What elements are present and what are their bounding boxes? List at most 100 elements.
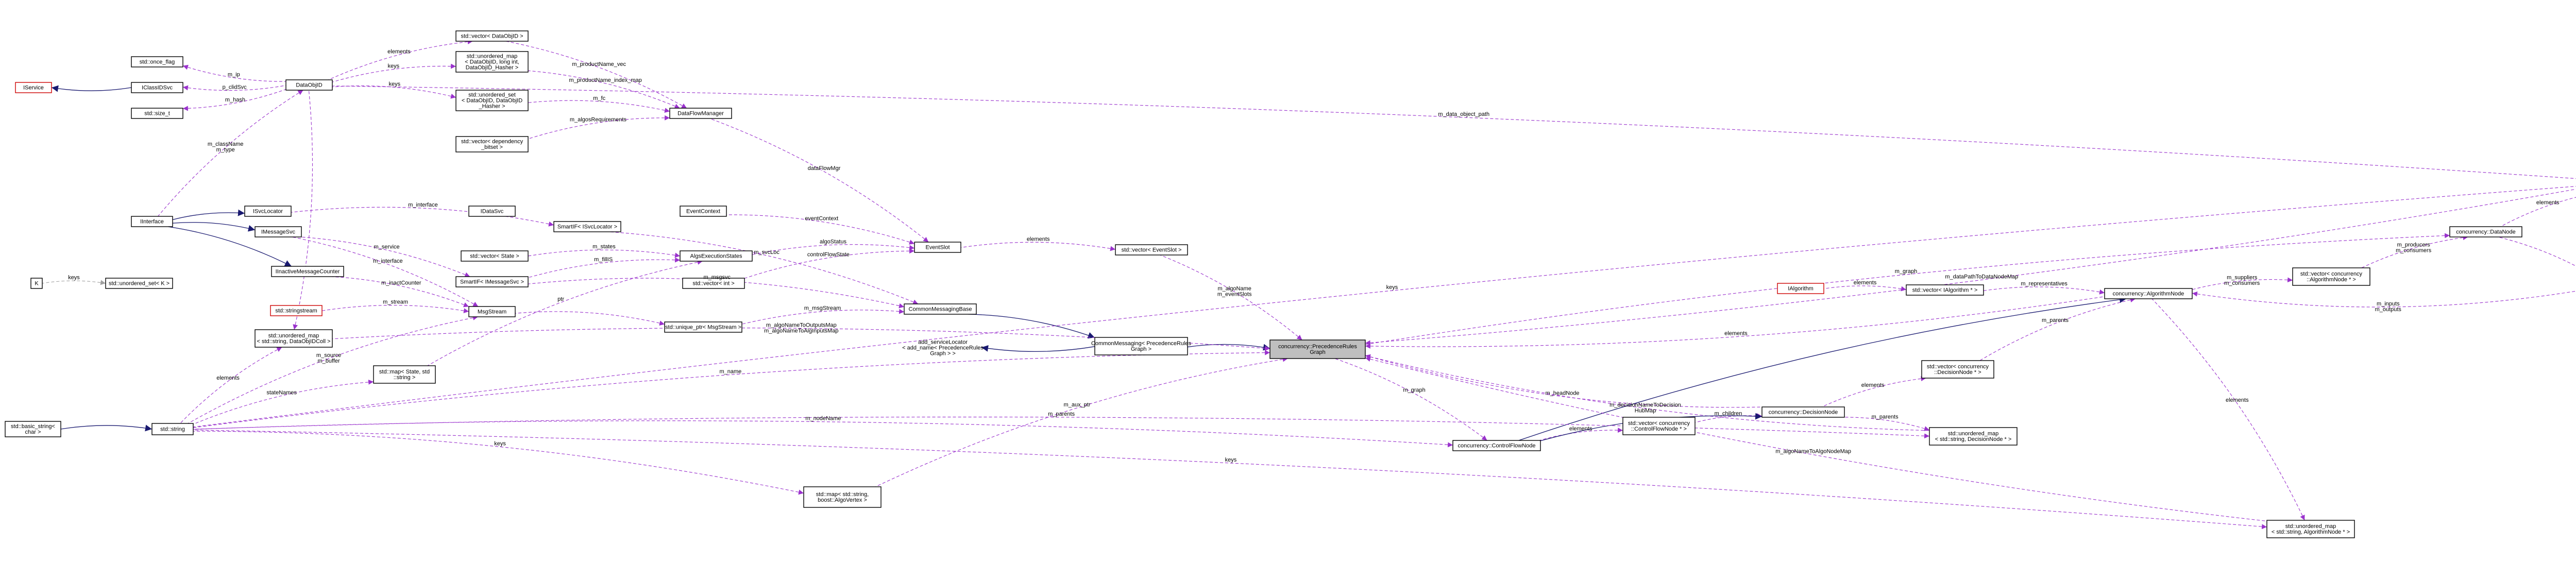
edge-label: m_productName_vec: [572, 61, 626, 67]
class-node-vec-cfnode[interactable]: std::vector< concurrency::ControlFlowNod…: [1622, 417, 1696, 435]
class-node-iinactive[interactable]: IInactiveMessageCounter: [271, 266, 344, 277]
class-node-vec-ialg[interactable]: std::vector< IAlgorithm * >: [1906, 284, 1984, 296]
class-node-smartif-msg[interactable]: SmartIF< IMessageSvc >: [455, 276, 529, 287]
class-node-datanode[interactable]: concurrency::DataNode: [2449, 226, 2522, 237]
node-box: [151, 423, 194, 435]
node-label: std::string: [160, 427, 185, 433]
node-label: std::vector< int >: [692, 281, 734, 287]
edge-label: m_graph: [1895, 268, 1917, 275]
class-node-uptr-msg[interactable]: std::unique_ptr< MsgStream >: [664, 321, 742, 333]
class-node-uset-k[interactable]: std::unordered_set< K >: [105, 278, 173, 289]
edge-label: m_parents: [1872, 414, 1899, 420]
edge-label: m_buffer: [317, 358, 340, 364]
class-node-dataobjid[interactable]: DataObjID: [285, 79, 333, 91]
edge-eventslot-to-vec_int: [744, 248, 915, 279]
class-node-umap-dataobjid[interactable]: std::unordered_map< std::string, DataObj…: [255, 329, 333, 348]
class-node-iservice[interactable]: IService: [15, 82, 52, 93]
node-label: AlgsExecutionStates: [690, 253, 742, 260]
class-node-add-svcloc[interactable]: add_serviceLocator< add_name< Precedence…: [902, 339, 984, 357]
edge-label: m_name: [720, 368, 742, 374]
class-node-vec-algnode[interactable]: std::vector< concurrency::AlgorithmNode …: [2292, 267, 2370, 286]
edge-label: controlFlowState: [807, 252, 850, 258]
edge-label: dataFlowMgr: [808, 165, 841, 172]
edge-vec_ialg-to-ialgorithm: [1823, 285, 1907, 292]
edge-label: m_dataPathToDataNodeMap: [1945, 274, 2018, 280]
node-label: std::vector< State >: [470, 253, 519, 260]
edge-label: elements: [1027, 236, 1050, 242]
edge-label: elements: [1854, 280, 1877, 286]
node-box: [1452, 440, 1541, 451]
edge-label: m_ip: [228, 72, 240, 78]
node-label: std::basic_string<: [11, 423, 55, 430]
edge-label: m_msgStream: [804, 305, 841, 312]
class-node-vec-dataobjid[interactable]: std::vector< DataObjID >: [455, 30, 529, 42]
edge-focus-to-decisionnode: [1365, 354, 1764, 408]
class-node-imessagesvc[interactable]: IMessageSvc: [255, 226, 302, 237]
class-node-iclassidsvc[interactable]: IClassIDSvc: [131, 82, 183, 93]
node-label: concurrency::PrecedenceRules: [1278, 344, 1357, 350]
class-node-decisionnode[interactable]: concurrency::DecisionNode: [1761, 406, 1845, 418]
class-node-ialgorithm[interactable]: IAlgorithm: [1777, 283, 1824, 294]
node-label: char >: [25, 429, 41, 435]
class-node-vec-int[interactable]: std::vector< int >: [682, 278, 745, 289]
edge-umap_datanode-to-datanode: [2500, 197, 2576, 227]
class-node-vec-state[interactable]: std::vector< State >: [461, 250, 529, 262]
node-label: std::vector< concurrency: [1927, 364, 1989, 370]
class-node-map-algovertex[interactable]: std::map< std::string,boost::AlgoVertex …: [803, 486, 882, 508]
class-node-uset-dataobjid[interactable]: std::unordered_set< DataObjID, DataObjID…: [455, 90, 529, 111]
node-box: [468, 306, 516, 317]
edge-uset_k-to-K: [42, 280, 106, 285]
edge-controlflow-to-istring: [193, 420, 1453, 448]
node-label: DataObjID_Hasher >: [466, 65, 518, 71]
class-node-idatasvc[interactable]: IDataSvc: [468, 206, 516, 217]
class-node-algnode[interactable]: concurrency::AlgorithmNode: [2104, 288, 2193, 299]
class-node-size-t[interactable]: std::size_t: [131, 108, 183, 119]
class-node-umap-dataobjid2[interactable]: std::unordered_map< DataObjID, long int,…: [455, 51, 529, 73]
edge-label: m_aux_ptr: [1064, 402, 1091, 408]
node-label: concurrency::AlgorithmNode: [2113, 291, 2184, 297]
class-node-vec-decnode[interactable]: std::vector< concurrency::DecisionNode *…: [1921, 360, 1994, 379]
edge-label: elements: [1569, 426, 1592, 432]
class-node-interface[interactable]: IInterface: [131, 216, 173, 227]
class-node-smartif-svc[interactable]: SmartIF< ISvcLocator >: [553, 221, 621, 232]
class-node-msgstream[interactable]: MsgStream: [468, 306, 516, 317]
edge-labels-layer: m_ipp_clidSvcm_hashelementskeyskeysm_pro…: [68, 48, 2560, 463]
node-label: std::map< State, std: [379, 369, 430, 375]
edge-vec_algnode-to-algnode: [2192, 277, 2293, 290]
class-node-map-state[interactable]: std::map< State, std::string >: [373, 365, 436, 384]
class-node-commonbase[interactable]: CommonMessagingBase: [904, 303, 977, 315]
node-label: std::size_t: [144, 111, 170, 117]
node-label: ISvcLocator: [253, 209, 283, 215]
edge-map_state-to-istring: [193, 379, 374, 425]
node-label: IDataSvc: [481, 209, 504, 215]
class-node-K[interactable]: K: [30, 278, 43, 289]
class-node-umap-decnode[interactable]: std::unordered_map< std::string, Decisio…: [1929, 427, 2018, 446]
class-node-eventcontext[interactable]: EventContext: [680, 206, 727, 217]
edge-focus-to-istring: [193, 350, 1270, 428]
class-node-istring[interactable]: std::string: [151, 423, 194, 435]
class-node-eventslot[interactable]: EventSlot: [914, 242, 961, 253]
class-node-vec-eventslot[interactable]: std::vector< EventSlot >: [1115, 244, 1188, 256]
class-node-umap-algnode[interactable]: std::unordered_map< std::string, Algorit…: [2266, 520, 2355, 538]
class-node-isvclocator[interactable]: ISvcLocator: [244, 206, 292, 217]
node-box: [255, 329, 333, 348]
edge-focus-to-umap_decnode: [1365, 354, 1930, 431]
edge-dataflowmgr-to-umap_dataobjid2: [528, 70, 680, 109]
edge-label: eventContext: [805, 215, 838, 222]
edge-label: elements: [387, 48, 411, 55]
edge-label: m_stream: [383, 299, 408, 305]
node-box: [669, 108, 732, 119]
edge-uptr_msg-to-msgstream: [515, 311, 665, 326]
class-node-controlflow[interactable]: concurrency::ControlFlowNode: [1452, 440, 1541, 451]
edge-umap_dataobjid-to-istring: [180, 347, 282, 424]
edge-eventslot-to-dataflowmgr: [709, 118, 929, 243]
node-label: CommonMessagingBase: [909, 306, 972, 313]
class-node-stringstream[interactable]: std::stringstream: [270, 305, 323, 316]
class-node-vec-dep[interactable]: std::vector< dependency_bitset >: [455, 136, 529, 152]
class-node-algexec[interactable]: AlgsExecutionStates: [680, 250, 753, 262]
class-node-basicstring[interactable]: std::basic_string<char >: [5, 421, 61, 437]
class-node-once-flag[interactable]: std::once_flag: [131, 56, 183, 67]
class-node-dataflowmgr[interactable]: DataFlowManager: [669, 108, 732, 119]
